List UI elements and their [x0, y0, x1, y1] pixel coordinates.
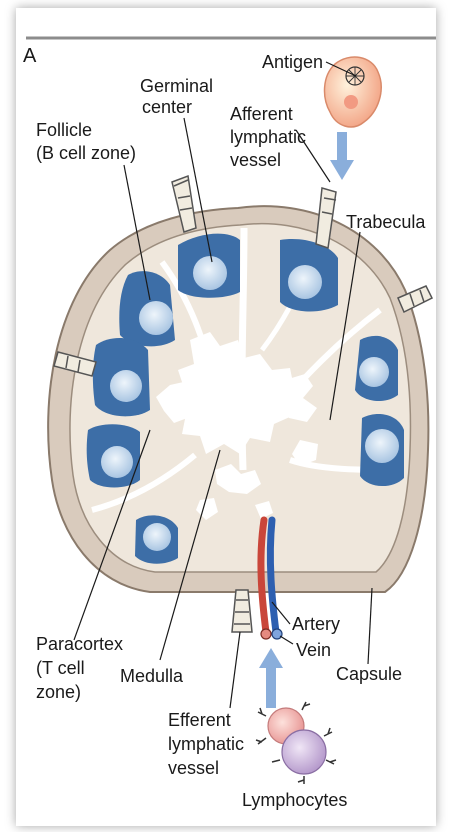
- follicle: [93, 338, 150, 416]
- germinal-center: [193, 256, 227, 290]
- paracortex-label-line2: (T cell: [36, 658, 85, 678]
- paracortex-label-line1: Paracortex: [36, 634, 123, 654]
- afferent-label-line2: lymphatic: [230, 127, 306, 147]
- artery-label: Artery: [292, 614, 340, 634]
- lymphocyte-entry-arrow: [259, 648, 283, 708]
- germinal-center: [139, 301, 173, 335]
- germinal-center: [101, 446, 133, 478]
- efferent-label-line3: vessel: [168, 758, 219, 778]
- germinal-center: [365, 429, 399, 463]
- vein-label: Vein: [296, 640, 331, 660]
- follicle: [178, 234, 240, 298]
- follicle: [355, 336, 398, 401]
- antigen-label: Antigen: [262, 52, 323, 72]
- capsule-label: Capsule: [336, 664, 402, 684]
- follicle: [360, 414, 404, 486]
- follicle-label-line2: (B cell zone): [36, 143, 136, 163]
- afferent-flow-arrow: [330, 132, 354, 180]
- germinal-center: [288, 265, 322, 299]
- follicle: [280, 239, 338, 311]
- germinal-center: [359, 357, 389, 387]
- artery-cross-section: [261, 629, 271, 639]
- follicle-label-line1: Follicle: [36, 120, 92, 140]
- afferent-label-line3: vessel: [230, 150, 281, 170]
- nucleus-icon: [344, 95, 358, 109]
- antigen-cell: [325, 57, 382, 127]
- efferent-label-line2: lymphatic: [168, 734, 244, 754]
- germinal-center: [143, 523, 171, 551]
- efferent-lymphatic-vessel: [232, 590, 252, 632]
- germinal-center-label-line2: center: [142, 97, 192, 117]
- follicle: [135, 515, 178, 563]
- efferent-label-line1: Efferent: [168, 710, 231, 730]
- medulla-label: Medulla: [120, 666, 184, 686]
- germinal-center: [110, 370, 142, 402]
- panel-letter: A: [23, 45, 37, 67]
- germinal-center-label-line1: Germinal: [140, 76, 213, 96]
- afferent-label-line1: Afferent: [230, 104, 293, 124]
- lymphocytes-label: Lymphocytes: [242, 790, 347, 810]
- vein-cross-section: [272, 629, 282, 639]
- lymphocytes: [256, 702, 336, 784]
- trabecula-label: Trabecula: [346, 212, 426, 232]
- paracortex-label-line3: zone): [36, 682, 81, 702]
